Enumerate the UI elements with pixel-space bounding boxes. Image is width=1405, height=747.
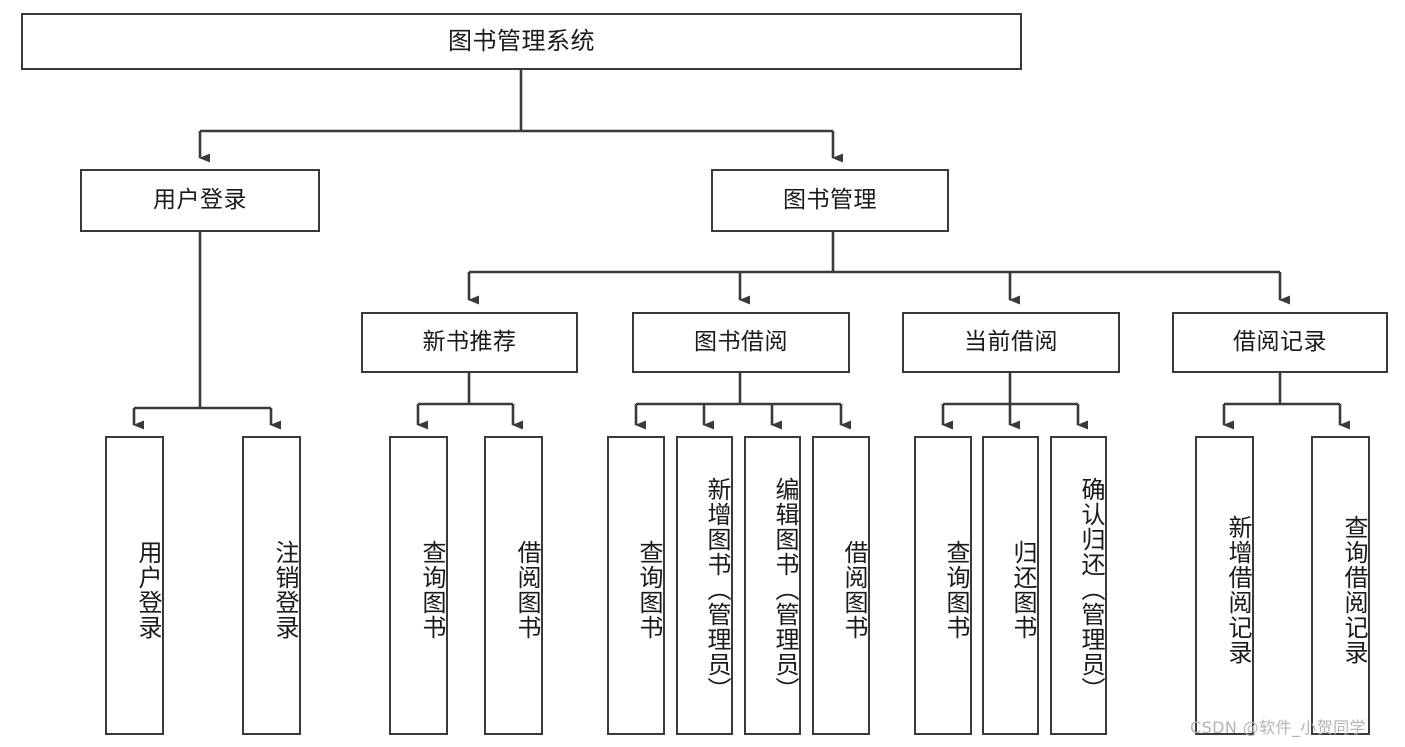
leaf-book-borrow-edit[interactable]: 编辑图书（管理员） (744, 436, 801, 735)
leaf-current-borrow-confirm-return[interactable]: 确认归还（管理员） (1050, 436, 1107, 735)
leaf-new-book-query-label: 查询图书 (418, 539, 446, 640)
node-user-login[interactable]: 用户登录 (80, 169, 320, 232)
leaf-user-login-signin[interactable]: 用户登录 (105, 436, 164, 735)
node-borrow-record-label: 借阅记录 (1233, 328, 1327, 355)
leaf-current-borrow-return[interactable]: 归还图书 (982, 436, 1039, 735)
leaf-user-login-signout-label: 注销登录 (271, 539, 299, 640)
leaf-book-borrow-borrow-label: 借阅图书 (840, 539, 868, 640)
leaf-book-borrow-add-label: 新增图书（管理员） (703, 477, 731, 702)
leaf-new-book-query[interactable]: 查询图书 (389, 436, 448, 735)
leaf-borrow-record-query[interactable]: 查询借阅记录 (1311, 436, 1370, 735)
leaf-current-borrow-query-label: 查询图书 (942, 539, 970, 640)
leaf-new-book-borrow-label: 借阅图书 (513, 539, 541, 640)
leaf-current-borrow-query[interactable]: 查询图书 (914, 436, 972, 735)
leaf-book-borrow-query[interactable]: 查询图书 (607, 436, 665, 735)
node-new-book-recommend-label: 新书推荐 (422, 328, 517, 355)
leaf-borrow-record-add[interactable]: 新增借阅记录 (1195, 436, 1254, 735)
leaf-current-borrow-confirm-return-label: 确认归还（管理员） (1077, 477, 1105, 702)
node-book-management[interactable]: 图书管理 (711, 169, 949, 232)
leaf-book-borrow-add[interactable]: 新增图书（管理员） (676, 436, 733, 735)
node-root-label: 图书管理系统 (448, 27, 595, 56)
leaf-user-login-signout[interactable]: 注销登录 (242, 436, 301, 735)
node-book-management-label: 图书管理 (783, 186, 877, 213)
leaf-borrow-record-add-label: 新增借阅记录 (1224, 514, 1252, 665)
node-user-login-label: 用户登录 (153, 186, 247, 213)
leaf-new-book-borrow[interactable]: 借阅图书 (484, 436, 543, 735)
node-book-borrow[interactable]: 图书借阅 (632, 312, 850, 373)
leaf-book-borrow-borrow[interactable]: 借阅图书 (812, 436, 870, 735)
leaf-user-login-signin-label: 用户登录 (134, 539, 162, 640)
node-new-book-recommend[interactable]: 新书推荐 (361, 312, 578, 373)
leaf-current-borrow-return-label: 归还图书 (1009, 539, 1037, 640)
leaf-book-borrow-edit-label: 编辑图书（管理员） (771, 477, 799, 702)
node-root-system[interactable]: 图书管理系统 (21, 13, 1022, 70)
node-current-borrow[interactable]: 当前借阅 (902, 312, 1120, 373)
leaf-borrow-record-query-label: 查询借阅记录 (1340, 514, 1368, 665)
node-current-borrow-label: 当前借阅 (964, 328, 1058, 355)
node-book-borrow-label: 图书借阅 (694, 328, 788, 355)
node-borrow-record[interactable]: 借阅记录 (1172, 312, 1388, 373)
leaf-book-borrow-query-label: 查询图书 (635, 539, 663, 640)
